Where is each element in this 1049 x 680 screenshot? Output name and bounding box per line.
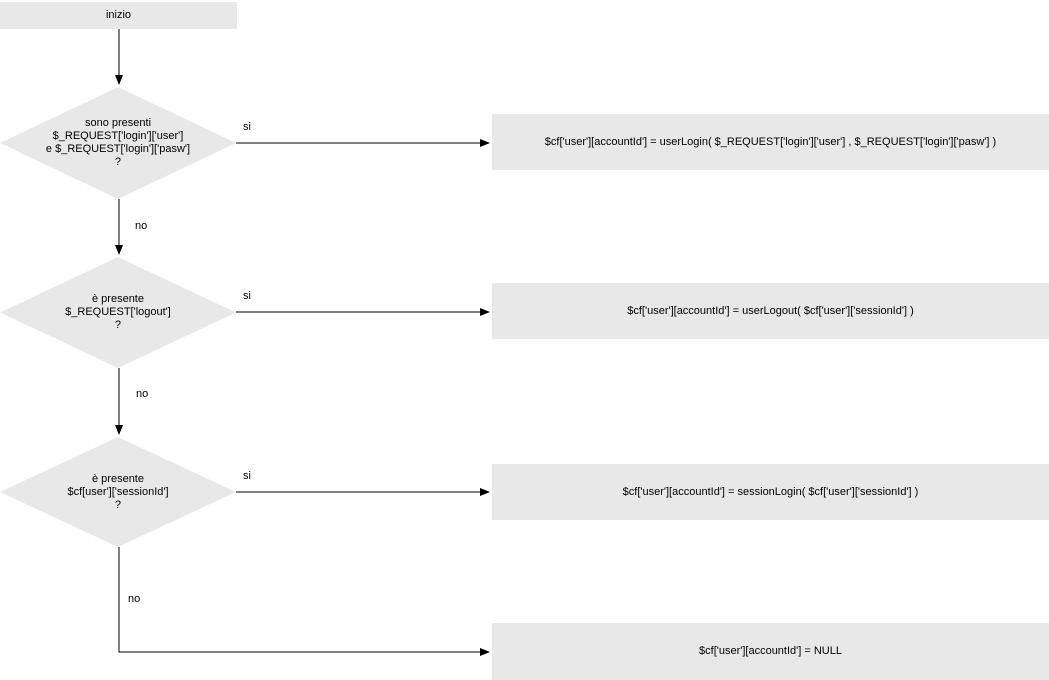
process-node-session-login: $cf['user'][accountId'] = sessionLogin( … [492, 464, 1049, 520]
edge-label-no: no [136, 388, 149, 400]
edge-label-yes: si [243, 470, 251, 482]
process-node-user-logout: $cf['user'][accountId'] = userLogout( $c… [492, 283, 1049, 339]
process-node-user-login: $cf['user'][accountId'] = userLogin( $_R… [492, 114, 1049, 170]
start-node-label: inizio [105, 9, 132, 21]
start-node: inizio [0, 2, 237, 29]
decision-node-text: è presente $_REQUEST['logout'] ? [65, 293, 171, 331]
process-node-text: $cf['user'][accountId'] = NULL [699, 645, 842, 657]
process-node-text: $cf['user'][accountId'] = userLogout( $c… [627, 304, 914, 317]
decision-node-text: sono presenti $_REQUEST['login']['user']… [45, 117, 191, 168]
process-node-text: $cf['user'][accountId'] = userLogin( $_R… [544, 135, 997, 148]
process-node-account-null: $cf['user'][accountId'] = NULL [492, 623, 1049, 680]
edge-label-no: no [135, 220, 148, 232]
arrow-decision3-no [118, 547, 490, 656]
decision-node-text: è presente $cf[user']['sessionId'] ? [67, 472, 169, 511]
edge-label-yes: si [243, 290, 251, 302]
edge-label-yes: si [243, 121, 251, 133]
edge-label-no: no [128, 593, 141, 605]
process-node-text: $cf['user'][accountId'] = sessionLogin( … [622, 485, 919, 498]
